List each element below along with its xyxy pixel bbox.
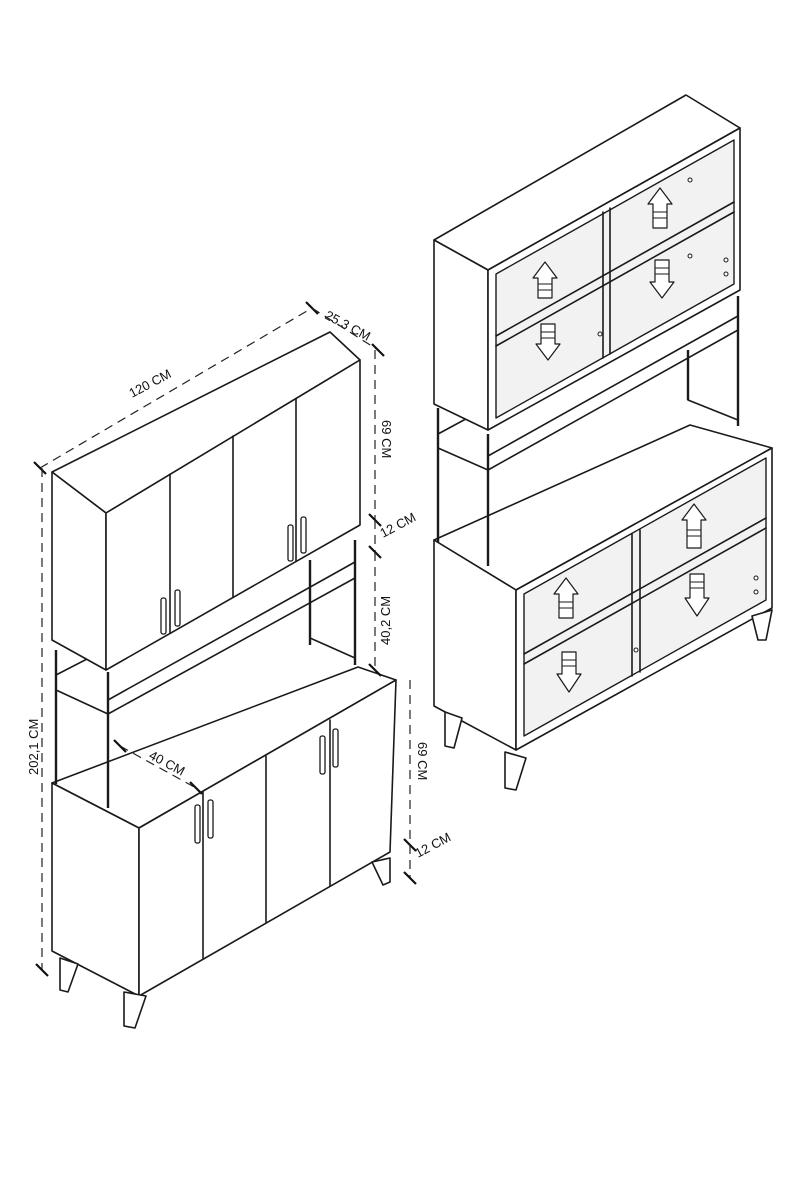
door-handle: [194, 728, 339, 844]
total-height-label: 202,1 CM: [26, 719, 41, 775]
arrow-up-icon: [532, 261, 558, 299]
shelf-edge: [523, 517, 767, 655]
frame-rail: [487, 315, 739, 457]
open-upper-cabinet: [433, 94, 741, 431]
width-label: 120 CM: [126, 366, 173, 401]
frame-rail: [687, 399, 739, 421]
closed-cabinet-view: 120 CM 25.3 CM 69 CM 12 CM 40,2 CM 202,1…: [26, 301, 453, 1029]
arrow-up-icon: [647, 187, 673, 229]
shelf-edge: [495, 211, 735, 347]
frame-rail: [107, 561, 356, 701]
leg: [444, 711, 463, 749]
leg: [59, 957, 79, 993]
leg: [751, 609, 773, 641]
door-handle: [160, 516, 307, 635]
shelf-edge: [495, 201, 735, 337]
frame-rail: [55, 689, 109, 715]
shelf-edge: [523, 527, 767, 665]
lower-cabinet: [51, 666, 397, 1029]
frame-rail: [487, 329, 739, 471]
arrow-down-icon: [556, 651, 582, 693]
open-height-label: 40,2 CM: [378, 596, 393, 645]
upper-cabinet: [51, 331, 361, 671]
open-cabinet-view: [433, 94, 773, 791]
frame-rail: [437, 447, 489, 471]
leg-height-label: 12 CM: [412, 829, 453, 860]
arrow-down-icon: [684, 573, 710, 617]
frame-rail: [107, 577, 356, 715]
arrow-down-icon: [649, 259, 675, 299]
lower-height-label: 69 CM: [415, 742, 430, 780]
frame-rail: [309, 637, 356, 659]
gap-upper-label: 12 CM: [377, 509, 418, 540]
open-lower-interior: [523, 457, 767, 737]
open-upper-side: [433, 239, 489, 431]
arrow-up-icon: [681, 503, 707, 549]
leg: [371, 857, 391, 886]
upper-height-label: 69 CM: [379, 420, 394, 458]
dimension-lines: [33, 301, 417, 977]
leg: [504, 751, 527, 791]
arrow-up-icon: [553, 577, 579, 619]
leg: [123, 991, 147, 1029]
open-lower-cabinet: [433, 424, 773, 791]
arrow-down-icon: [535, 323, 561, 361]
